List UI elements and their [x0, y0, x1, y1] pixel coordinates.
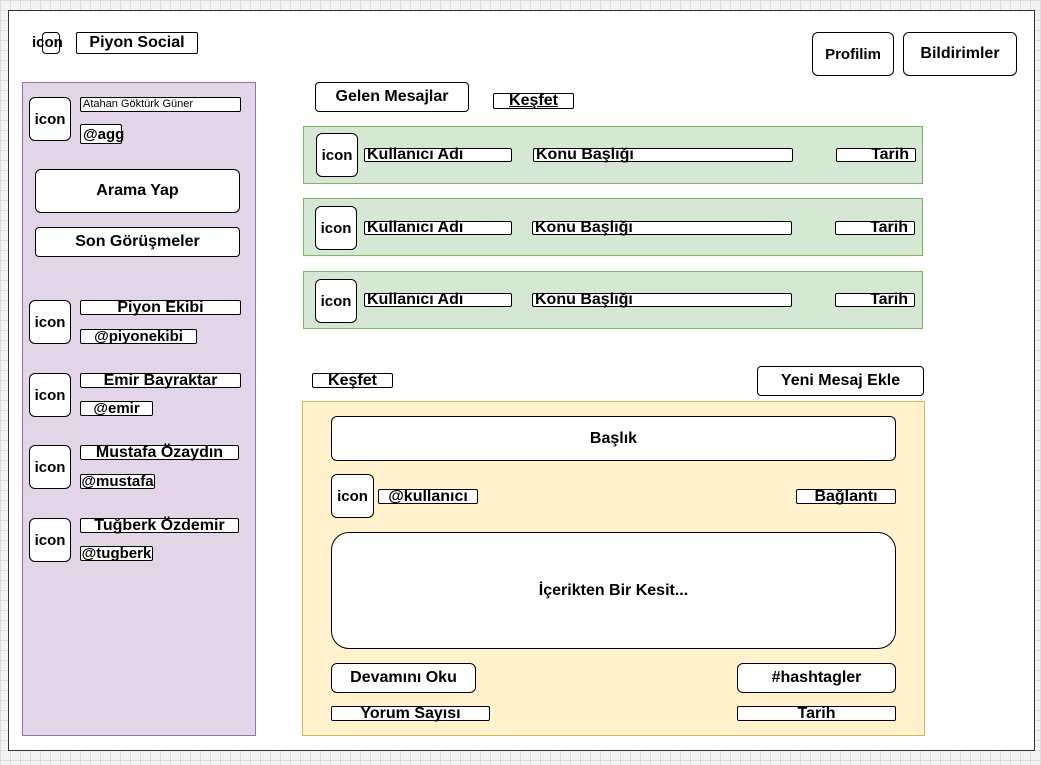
message-date: Tarih [836, 147, 916, 163]
contact-handle: @tugberk [80, 545, 153, 562]
logo-icon-label: icon [32, 34, 63, 51]
post-author-avatar-icon: icon [331, 474, 374, 518]
message-username: Kullanıcı Adı [364, 147, 512, 163]
contact-handle: @piyonekibi [80, 329, 197, 344]
contact-name[interactable]: Mustafa Özaydın [80, 444, 239, 460]
contact-handle: @emir [80, 401, 153, 416]
tab-inbox[interactable]: Gelen Mesajlar [315, 82, 469, 112]
message-date: Tarih [835, 220, 915, 236]
user-avatar-icon[interactable]: icon [29, 97, 71, 141]
post-excerpt: İçerikten Bir Kesit... [331, 532, 896, 649]
contact-name[interactable]: Tuğberk Özdemir [80, 517, 239, 533]
contact-avatar-icon[interactable]: icon [29, 445, 71, 489]
notifications-button[interactable]: Bildirimler [903, 32, 1017, 76]
post-link[interactable]: Bağlantı [796, 488, 896, 504]
post-comment-count: Yorum Sayısı [331, 705, 490, 721]
contact-name[interactable]: Piyon Ekibi [80, 299, 241, 315]
post-title[interactable]: Başlık [331, 416, 896, 461]
contact-name[interactable]: Emir Bayraktar [80, 372, 241, 388]
contact-avatar-icon[interactable]: icon [29, 300, 71, 344]
message-username: Kullanıcı Adı [364, 220, 512, 236]
recent-conversations-button[interactable]: Son Görüşmeler [35, 227, 240, 257]
message-subject: Konu Başlığı [532, 292, 792, 308]
contact-avatar-icon[interactable]: icon [29, 518, 71, 562]
new-message-button[interactable]: Yeni Mesaj Ekle [757, 366, 924, 396]
post-hashtags[interactable]: #hashtagler [737, 663, 896, 693]
logo-icon [42, 32, 60, 54]
message-avatar-icon: icon [315, 206, 357, 250]
user-handle: @agg [80, 124, 124, 144]
message-username: Kullanıcı Adı [364, 292, 512, 308]
app-title: Piyon Social [76, 32, 198, 54]
message-subject: Konu Başlığı [532, 220, 792, 236]
message-avatar-icon: icon [316, 133, 358, 177]
message-subject: Konu Başlığı [533, 147, 793, 163]
contact-avatar-icon[interactable]: icon [29, 373, 71, 417]
user-name: Atahan Göktürk Güner [80, 97, 241, 112]
message-avatar-icon: icon [315, 279, 357, 323]
post-author-handle[interactable]: @kullanıcı [378, 488, 478, 504]
message-date: Tarih [835, 292, 915, 308]
tab-explore[interactable]: Keşfet [493, 93, 574, 109]
explore-label[interactable]: Keşfet [312, 372, 393, 388]
post-date: Tarih [737, 705, 896, 721]
read-more-button[interactable]: Devamını Oku [331, 663, 476, 693]
search-button[interactable]: Arama Yap [35, 169, 240, 213]
contact-handle: @mustafa [80, 473, 155, 490]
profile-button[interactable]: Profilim [812, 32, 894, 76]
